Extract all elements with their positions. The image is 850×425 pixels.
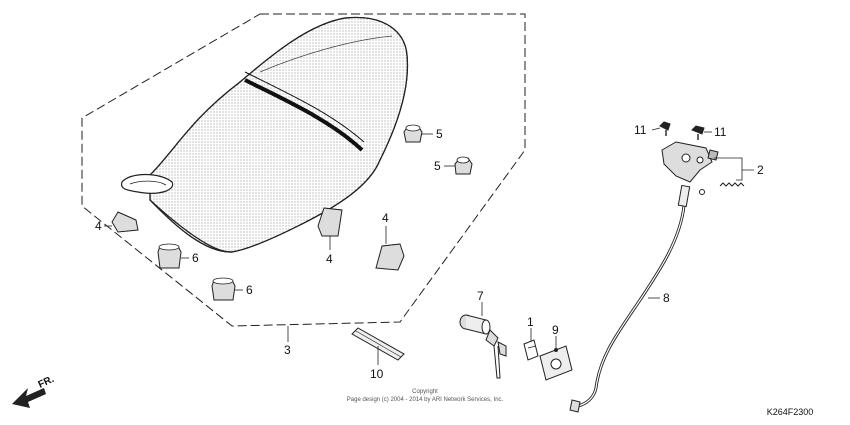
clip-part[interactable] (523, 339, 539, 361)
callout-cable: 8 (663, 291, 670, 305)
cable-part[interactable] (569, 184, 691, 413)
bracket-part[interactable] (539, 345, 573, 381)
seat-part[interactable] (120, 16, 409, 253)
key-lock-part[interactable] (459, 314, 507, 379)
hook-part-left[interactable] (111, 211, 139, 233)
cushion-part-lower[interactable] (454, 156, 473, 175)
bolt-part-right[interactable] (691, 125, 705, 140)
hook-part-center[interactable] (317, 207, 343, 237)
band-part[interactable] (351, 327, 405, 361)
callout-rubber-lower: 6 (246, 283, 253, 297)
callout-rubber-upper: 6 (192, 251, 199, 265)
rubber-part-upper[interactable] (157, 243, 182, 269)
callout-clip: 1 (527, 315, 534, 329)
latch-assembly-part[interactable] (661, 141, 745, 195)
callout-bracket: 9 (552, 323, 559, 337)
cushion-part-upper[interactable] (403, 124, 423, 143)
callout-cushion-top: 5 (436, 127, 443, 141)
callout-hook-left: 4 (95, 219, 102, 233)
callout-seat: 3 (284, 343, 291, 357)
callout-bolt-right: 11 (714, 125, 727, 139)
callout-latch-assembly: 2 (757, 163, 764, 177)
callout-hook-right: 4 (382, 211, 389, 225)
figure-code: K264F2300 (767, 407, 814, 417)
front-arrow-icon: FR. (12, 374, 56, 408)
bolt-part-left[interactable] (659, 121, 671, 136)
copyright-line1: Copyright (412, 389, 438, 395)
hook-part-right[interactable] (375, 243, 405, 271)
rubber-part-lower[interactable] (211, 277, 236, 301)
assembly-boundary (81, 13, 526, 327)
copyright-line2: Page design (c) 2004 - 2014 by ARI Netwo… (347, 397, 504, 403)
callout-hook-center: 4 (326, 252, 333, 266)
callout-key-lock: 7 (477, 289, 484, 303)
front-label: FR. (37, 374, 56, 391)
callout-bolt-left: 11 (634, 123, 647, 137)
callout-cushion-right: 5 (434, 159, 441, 173)
callout-band: 10 (370, 367, 384, 381)
